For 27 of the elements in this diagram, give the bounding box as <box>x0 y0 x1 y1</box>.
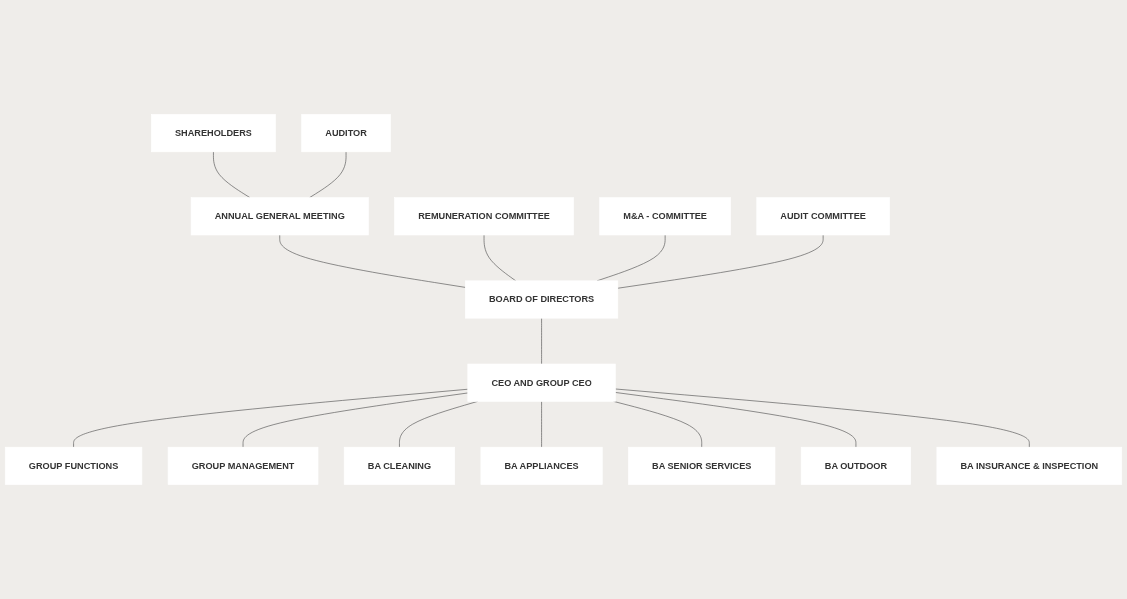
node-box: BA APPLIANCES <box>480 446 603 485</box>
node-box: AUDIT COMMITTEE <box>756 197 890 236</box>
connector <box>309 151 347 198</box>
node-box: REMUNERATION COMMITTEE <box>394 197 574 236</box>
node-box: BOARD OF DIRECTORS <box>465 280 619 319</box>
node-box: ANNUAL GENERAL MEETING <box>190 197 369 236</box>
node-box: BA SENIOR SERVICES <box>628 446 776 485</box>
connector <box>613 401 703 448</box>
node-box: BA CLEANING <box>343 446 455 485</box>
node-box: M&A - COMMITTEE <box>599 197 731 236</box>
node-box: SHAREHOLDERS <box>151 114 276 153</box>
connector <box>279 234 466 288</box>
node-box: GROUP MANAGEMENT <box>167 446 319 485</box>
node-box: BA INSURANCE & INSPECTION <box>936 446 1123 485</box>
connector <box>213 151 251 198</box>
connector <box>73 388 469 448</box>
connector <box>541 401 542 448</box>
node-box: CEO AND GROUP CEO <box>467 363 616 402</box>
node-box: GROUP FUNCTIONS <box>4 446 143 485</box>
connector <box>541 317 542 365</box>
node-box: AUDITOR <box>301 114 391 153</box>
connector <box>483 234 517 282</box>
connector <box>617 234 824 289</box>
connector <box>242 392 469 448</box>
node-box: BA OUTDOOR <box>800 446 911 485</box>
connector <box>615 392 857 448</box>
connector <box>615 388 1030 448</box>
